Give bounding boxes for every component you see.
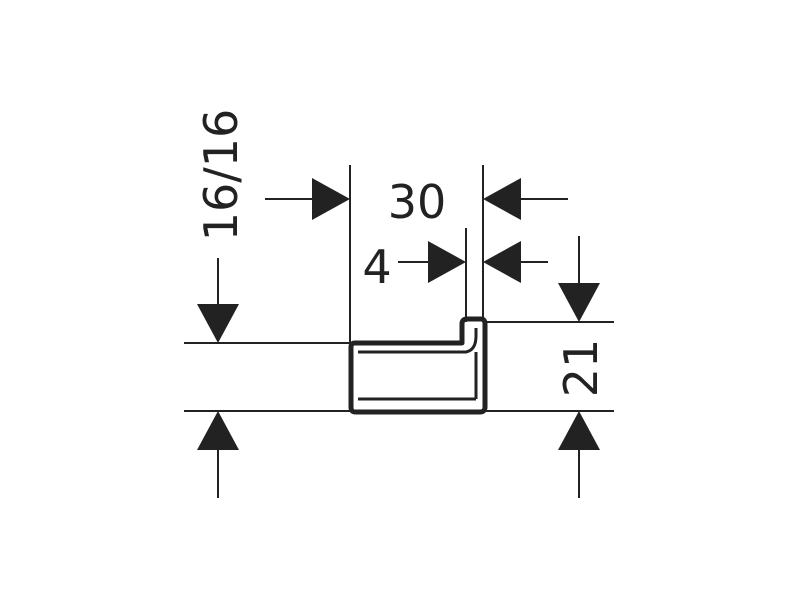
dim-21-label: 21	[554, 339, 608, 398]
profile-outline	[348, 316, 488, 415]
dimension-30: 30	[265, 175, 568, 229]
dimension-16-16: 16/16	[194, 109, 248, 498]
extension-lines	[349, 165, 484, 343]
dim-4-left-arrow	[428, 241, 466, 283]
profile-inner-top	[358, 328, 478, 354]
dim-16-16-label: 16/16	[194, 109, 248, 242]
dim-21-bottom-arrow	[558, 411, 600, 450]
dimension-4: 4	[362, 240, 548, 294]
dim-4-label: 4	[362, 240, 391, 294]
dim-16-top-arrow	[197, 304, 239, 343]
dim-30-right-arrow	[483, 178, 521, 220]
dim-16-bottom-arrow	[197, 411, 239, 450]
dim-21-top-arrow	[558, 283, 600, 322]
dim-30-left-arrow	[312, 178, 350, 220]
dimension-21: 21	[554, 236, 608, 498]
dim-30-label: 30	[388, 175, 447, 229]
profile-part	[348, 316, 488, 415]
dim-4-right-arrow	[483, 241, 521, 283]
